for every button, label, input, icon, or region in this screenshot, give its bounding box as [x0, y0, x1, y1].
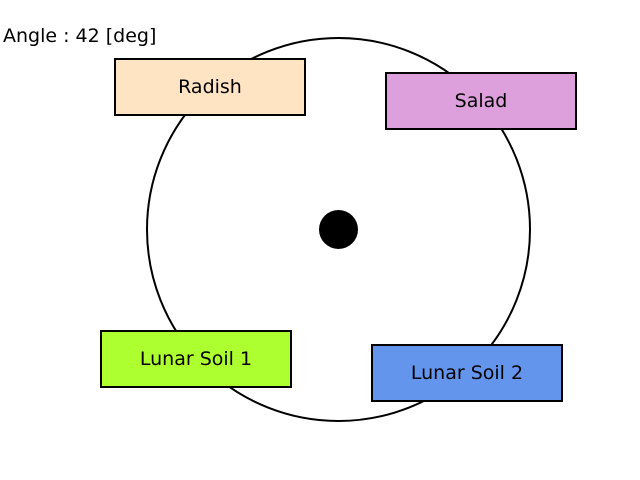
tray-lunar-soil-1[interactable]: Lunar Soil 1	[100, 330, 292, 388]
tray-lunar-soil-2[interactable]: Lunar Soil 2	[371, 344, 563, 402]
tray-label-lunar-soil-1: Lunar Soil 1	[139, 347, 253, 370]
tray-label-radish: Radish	[178, 75, 242, 98]
rotor-circle[interactable]	[146, 37, 531, 422]
tray-label-salad: Salad	[454, 89, 508, 112]
tray-radish[interactable]: Radish	[114, 58, 306, 116]
tray-label-lunar-soil-2: Lunar Soil 2	[410, 361, 524, 384]
tray-salad[interactable]: Salad	[385, 72, 577, 130]
rotor-hub[interactable]	[319, 210, 358, 249]
angle-readout: Angle : 42 [deg]	[3, 25, 157, 47]
